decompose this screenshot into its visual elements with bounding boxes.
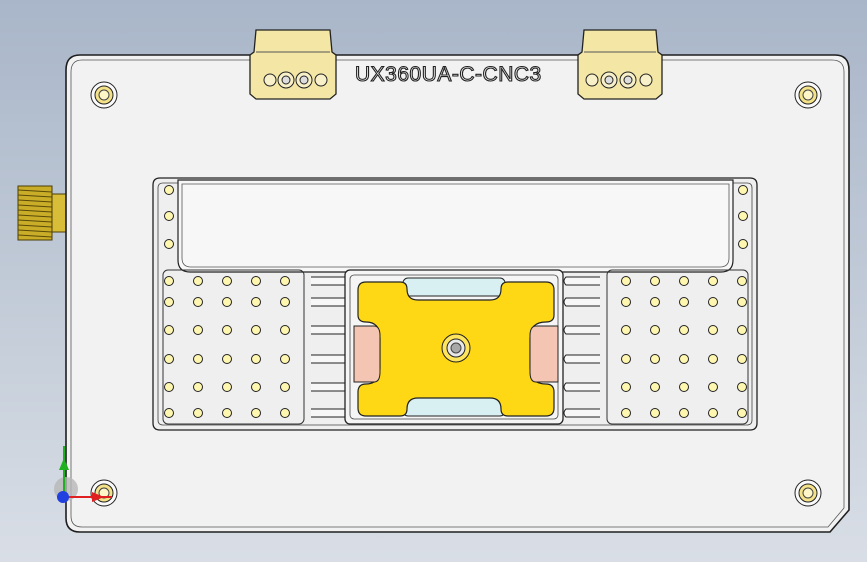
pogo-pin: [164, 408, 174, 418]
pad-bottom: [402, 397, 506, 417]
pogo-pin: [222, 276, 232, 286]
clamp-bracket-right[interactable]: [577, 29, 663, 100]
chip-nest[interactable]: [344, 269, 564, 425]
pogo-pin: [621, 354, 631, 364]
pogo-pin: [737, 297, 747, 307]
pogo-pin: [737, 354, 747, 364]
pogo-pin: [164, 239, 174, 249]
probe-slot: [311, 354, 348, 364]
pogo-pin: [280, 276, 290, 286]
pogo-pin: [621, 382, 631, 392]
pogo-pin: [708, 325, 718, 335]
pogo-pin: [679, 382, 689, 392]
pogo-pin: [222, 382, 232, 392]
probe-slot: [311, 408, 348, 418]
pogo-pin: [650, 354, 660, 364]
pogo-pin: [708, 297, 718, 307]
pogo-pin: [251, 276, 261, 286]
probe-slots-right[interactable]: [563, 276, 600, 418]
pogo-pin: [708, 382, 718, 392]
pogo-pin: [164, 185, 174, 195]
probe-slot: [311, 382, 348, 392]
pogo-pin: [251, 408, 261, 418]
pin-field-left[interactable]: [162, 269, 305, 425]
pin-field-right[interactable]: [606, 269, 749, 425]
pogo-pin: [737, 408, 747, 418]
pogo-pin: [679, 325, 689, 335]
pogo-pin: [737, 382, 747, 392]
pogo-pin: [280, 297, 290, 307]
corner-screw-top-left[interactable]: [90, 81, 118, 109]
corner-screw-bottom-left[interactable]: [90, 479, 118, 507]
pogo-pin: [222, 408, 232, 418]
pogo-pin: [193, 297, 203, 307]
probe-slot: [563, 325, 600, 335]
pogo-pin: [251, 382, 261, 392]
pogo-pin: [280, 325, 290, 335]
probe-slot: [563, 297, 600, 307]
pogo-pin: [164, 325, 174, 335]
pogo-pin: [738, 211, 748, 221]
pogo-pin: [708, 408, 718, 418]
pogo-pin: [193, 276, 203, 286]
pogo-pin: [737, 276, 747, 286]
pad-top: [402, 277, 506, 297]
probe-slot: [563, 408, 600, 418]
probe-slot: [311, 276, 348, 286]
corner-screw-top-right[interactable]: [794, 81, 822, 109]
pogo-pin: [650, 408, 660, 418]
pogo-pin: [621, 325, 631, 335]
pogo-pin: [164, 354, 174, 364]
pogo-pin: [164, 297, 174, 307]
view-triad-icon[interactable]: [54, 446, 112, 503]
pogo-pin: [164, 276, 174, 286]
corner-screw-bottom-right[interactable]: [794, 479, 822, 507]
pogo-pin: [708, 354, 718, 364]
pogo-pin: [679, 297, 689, 307]
pogo-pin: [679, 276, 689, 286]
pad-left: [353, 325, 381, 383]
pogo-pin: [280, 354, 290, 364]
clamp-bracket-left[interactable]: [249, 29, 337, 100]
pogo-pin: [679, 408, 689, 418]
pin-column-edges: [164, 185, 748, 249]
probe-slot: [563, 382, 600, 392]
pogo-pin: [251, 297, 261, 307]
pogo-pin: [650, 382, 660, 392]
pogo-pin: [679, 354, 689, 364]
pogo-pin: [193, 408, 203, 418]
pogo-pin: [222, 354, 232, 364]
pogo-pin: [193, 382, 203, 392]
pogo-pin: [650, 325, 660, 335]
probe-slot: [563, 354, 600, 364]
pogo-pin: [650, 276, 660, 286]
pogo-pin: [164, 211, 174, 221]
pogo-pin: [708, 276, 718, 286]
pogo-pin: [621, 297, 631, 307]
pogo-pin: [164, 382, 174, 392]
probe-slot: [563, 276, 600, 286]
pogo-pin: [280, 382, 290, 392]
pogo-pin: [251, 354, 261, 364]
sma-connector[interactable]: [17, 185, 69, 241]
pogo-pin: [222, 297, 232, 307]
probe-slot: [311, 297, 348, 307]
pogo-pin: [193, 354, 203, 364]
part-number-engraving: UX360UA-C-CNC3: [355, 63, 542, 86]
probe-slot: [311, 325, 348, 335]
pogo-pin: [738, 239, 748, 249]
pogo-pin: [738, 185, 748, 195]
pogo-pin: [222, 325, 232, 335]
pogo-pin: [650, 297, 660, 307]
pogo-pin: [280, 408, 290, 418]
probe-slots-left[interactable]: [311, 276, 348, 418]
pad-right: [529, 325, 559, 383]
pogo-pin: [621, 408, 631, 418]
pogo-pin: [621, 276, 631, 286]
pogo-pin: [251, 325, 261, 335]
pogo-pin: [737, 325, 747, 335]
pogo-pin: [193, 325, 203, 335]
